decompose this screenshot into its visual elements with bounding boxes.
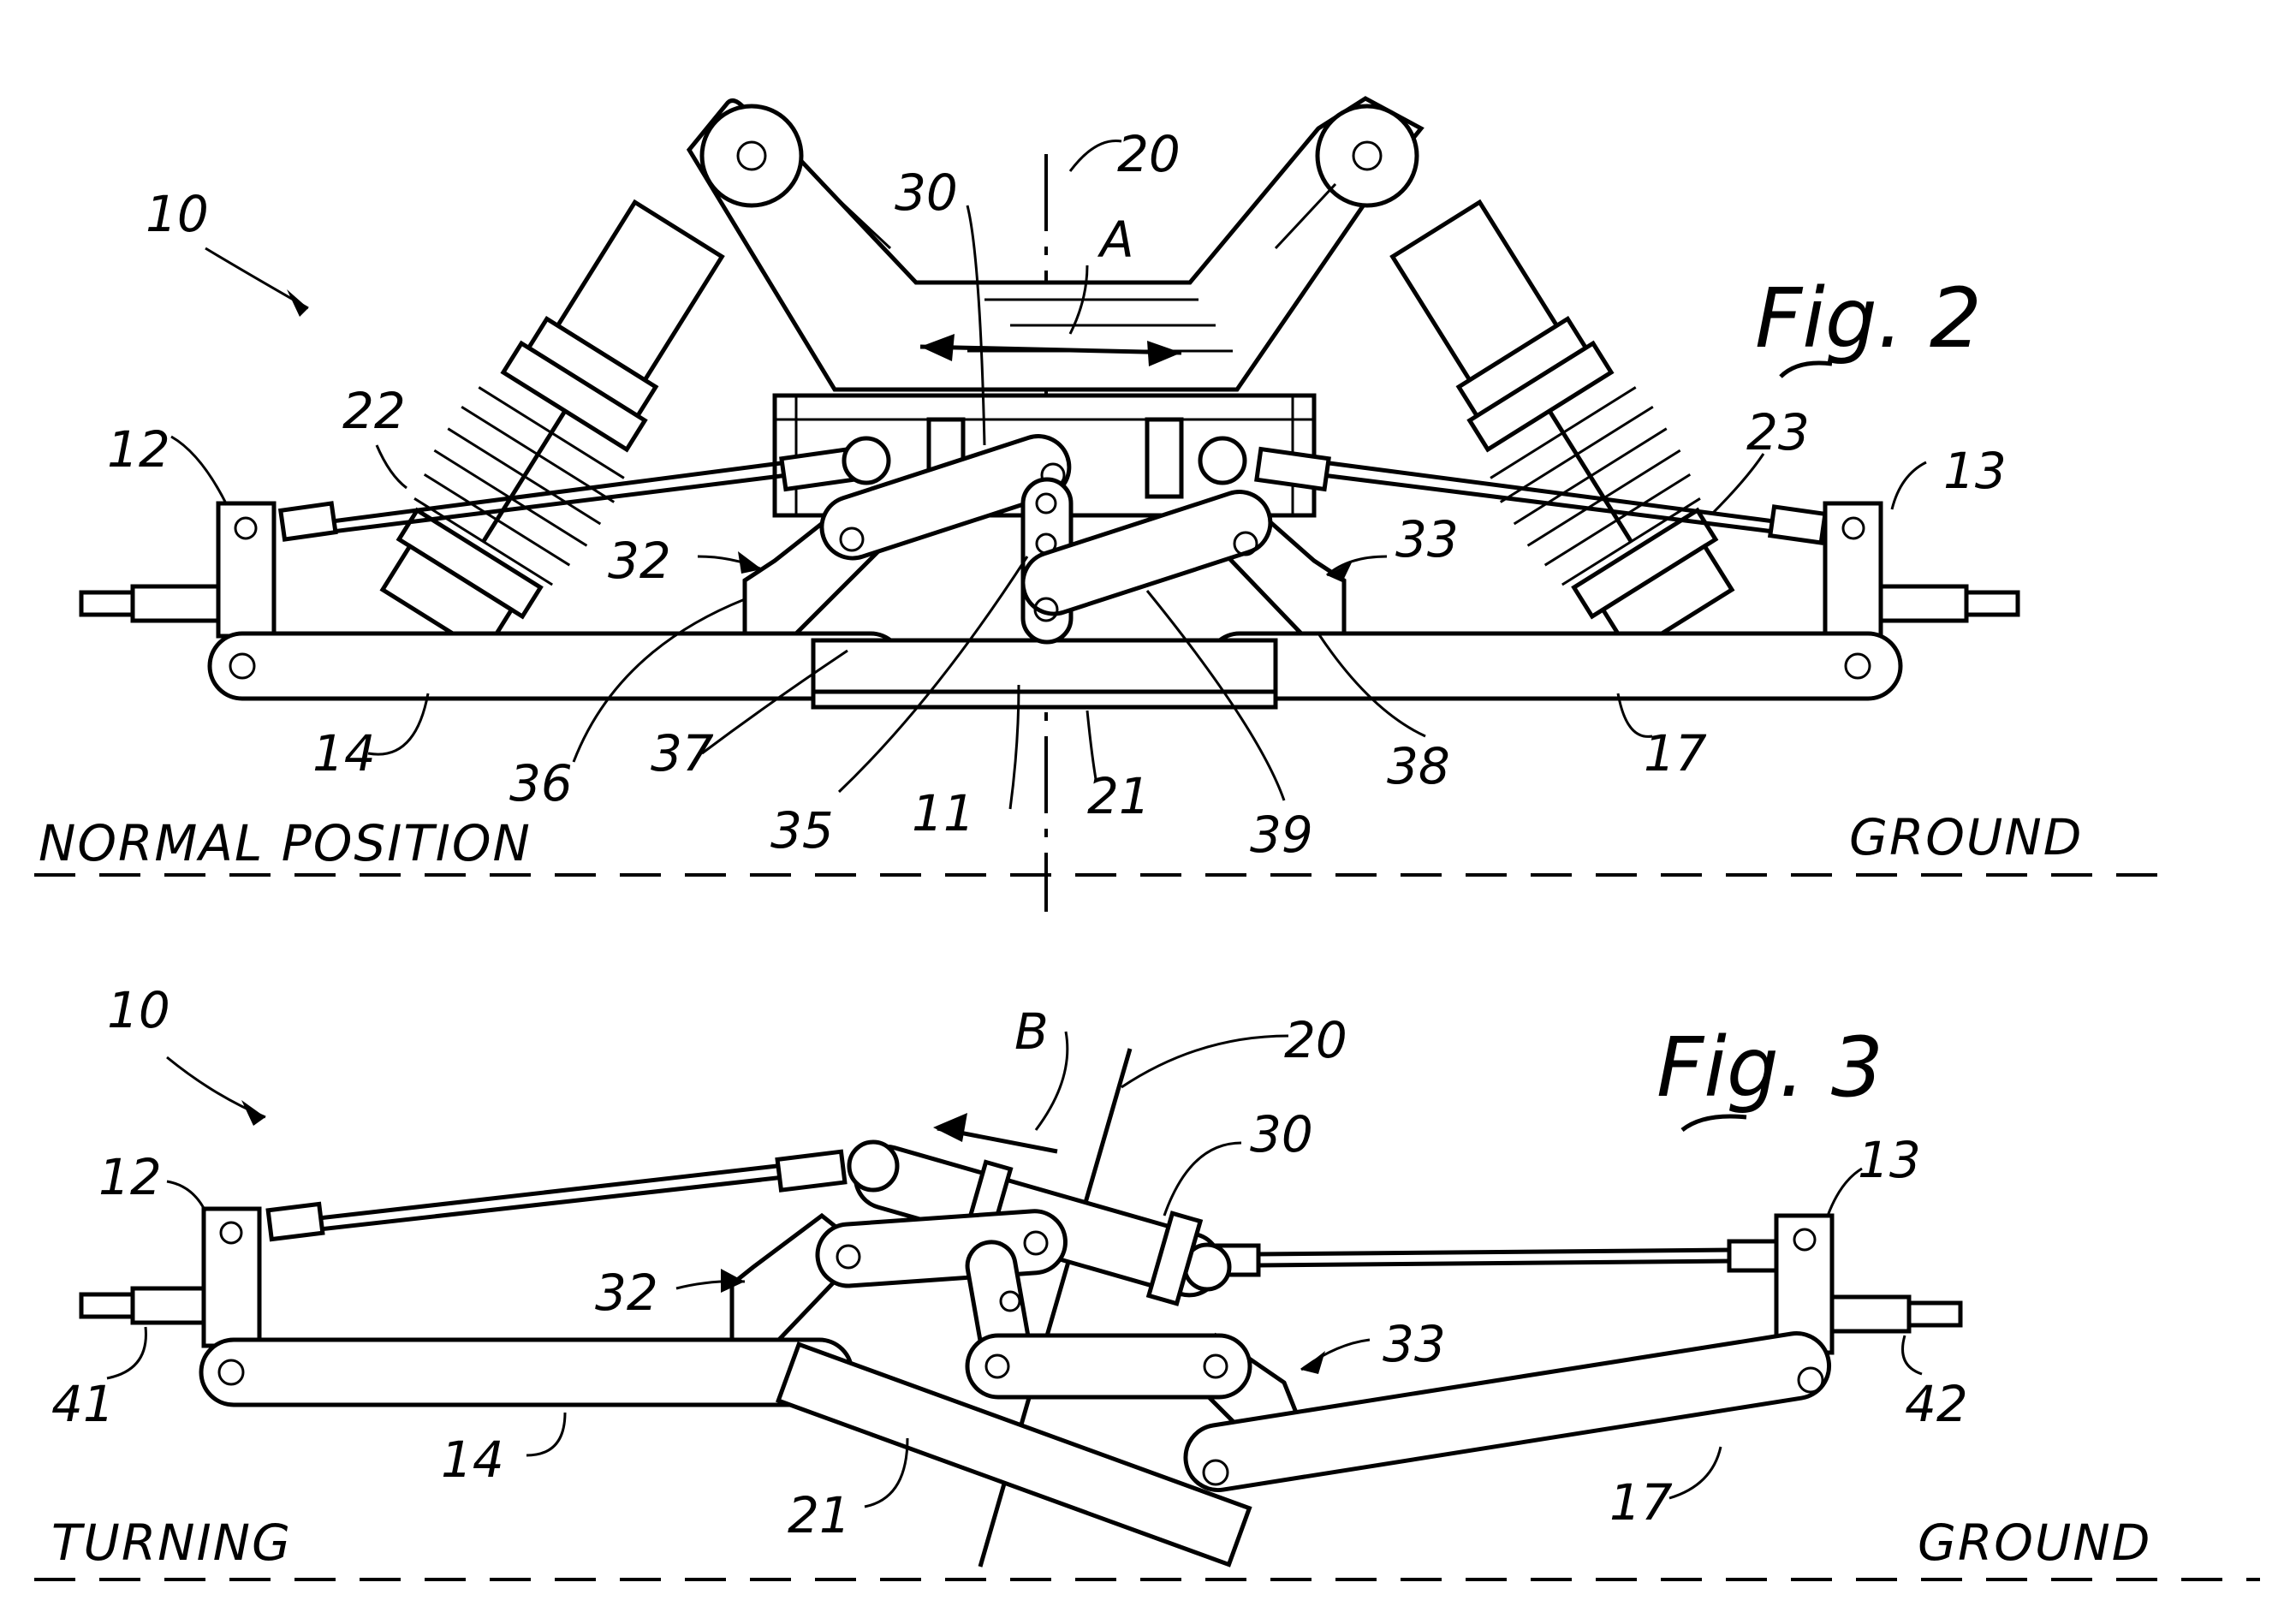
fig2-bracket-right bbox=[1145, 417, 1184, 499]
fig3-label-21: 21 bbox=[788, 1486, 851, 1544]
fig2-left-shock bbox=[379, 199, 725, 657]
fig3-label-42: 42 bbox=[1905, 1375, 1968, 1433]
fig2-link-37 bbox=[819, 434, 1072, 561]
fig2-link-39 bbox=[1020, 490, 1273, 616]
fig2-lower-arm-17 bbox=[1204, 631, 1903, 701]
fig2-label-38: 38 bbox=[1387, 737, 1450, 795]
fig3-label-41: 41 bbox=[51, 1375, 115, 1433]
figure-3: 10 B 20 30 12 13 32 33 41 42 14 21 17 Fi… bbox=[34, 981, 2260, 1581]
fig3-label-20: 20 bbox=[1284, 1011, 1347, 1069]
fig3-label-14: 14 bbox=[441, 1431, 504, 1489]
fig2-tie-rod-23 bbox=[1322, 460, 1781, 525]
fig2-label-A: A bbox=[1097, 211, 1134, 269]
fig2-right-arm-pivot bbox=[1315, 104, 1419, 208]
fig2-label-10: 10 bbox=[146, 185, 209, 243]
fig2-title-underline bbox=[1779, 360, 1833, 378]
fig2-leaders bbox=[170, 139, 1927, 810]
fig3-label-17: 17 bbox=[1609, 1473, 1673, 1532]
fig2-label-12: 12 bbox=[107, 420, 170, 479]
fig3-tie-rod-right bbox=[1258, 1247, 1734, 1257]
fig2-knuckle-13 bbox=[1823, 501, 1883, 639]
fig2-label-21: 21 bbox=[1087, 767, 1151, 825]
fig2-right-shock bbox=[1389, 199, 1735, 657]
fig2-left-arm-pivot bbox=[699, 104, 804, 208]
fig2-label-11: 11 bbox=[912, 784, 975, 842]
fig3-label-30: 30 bbox=[1250, 1105, 1313, 1163]
fig2-label-32: 32 bbox=[608, 532, 671, 590]
fig3-label-33: 33 bbox=[1383, 1315, 1446, 1373]
fig3-label-B: B bbox=[1014, 1002, 1049, 1061]
fig2-label-30: 30 bbox=[895, 164, 958, 222]
fig2-label-14: 14 bbox=[312, 724, 376, 782]
fig3-upper-link bbox=[815, 1209, 1068, 1288]
fig2-caption-ground: GROUND bbox=[1849, 808, 2083, 866]
fig3-tie-rod-left bbox=[303, 1162, 793, 1222]
fig3-lower-arm-17 bbox=[1183, 1331, 1832, 1493]
fig2-knuckle-12 bbox=[216, 501, 277, 639]
fig2-label-37: 37 bbox=[651, 724, 714, 782]
fig2-label-35: 35 bbox=[770, 801, 834, 860]
fig3-caption-ground: GROUND bbox=[1918, 1514, 2151, 1572]
fig3-title: Fig. 3 bbox=[1656, 1020, 1883, 1115]
fig2-title: Fig. 2 bbox=[1755, 271, 1982, 366]
fig2-label-36: 36 bbox=[509, 754, 573, 812]
fig3-lower-arm-14 bbox=[199, 1337, 854, 1407]
fig2-label-20: 20 bbox=[1117, 125, 1181, 183]
fig2-tie-rod-22 bbox=[324, 460, 788, 525]
fig2-label-13: 13 bbox=[1943, 442, 2007, 500]
fig3-label-12: 12 bbox=[98, 1148, 162, 1206]
fig3-title-underline bbox=[1680, 1114, 1747, 1133]
fig2-label-23: 23 bbox=[1746, 403, 1810, 461]
fig2-right-arm-hole bbox=[1352, 140, 1383, 171]
fig2-arrow-A bbox=[919, 344, 1182, 355]
fig2-left-arm-hole bbox=[736, 140, 767, 171]
fig3-center-link-21 bbox=[776, 1341, 1252, 1567]
fig3-caption-turning: TURNING bbox=[51, 1514, 292, 1572]
fig3-label-32: 32 bbox=[595, 1264, 658, 1322]
fig3-label-10: 10 bbox=[107, 981, 170, 1039]
fig2-label-17: 17 bbox=[1644, 724, 1707, 782]
fig3-knuckle-12 bbox=[201, 1206, 262, 1348]
fig3-leaders bbox=[106, 1031, 1923, 1508]
fig2-caption-normal-position: NORMAL POSITION bbox=[39, 814, 532, 872]
fig2-label-22: 22 bbox=[342, 382, 406, 440]
fig3-lower-link bbox=[965, 1333, 1252, 1400]
figure-2: 10 20 30 A 22 23 12 13 32 33 14 17 36 37… bbox=[34, 96, 2174, 912]
fig2-label-39: 39 bbox=[1250, 806, 1313, 864]
fig3-label-13: 13 bbox=[1858, 1131, 1921, 1189]
fig2-label-33: 33 bbox=[1395, 510, 1459, 568]
fig2-center-link-21 bbox=[811, 638, 1278, 694]
fig2-lower-arm-14 bbox=[207, 631, 906, 701]
